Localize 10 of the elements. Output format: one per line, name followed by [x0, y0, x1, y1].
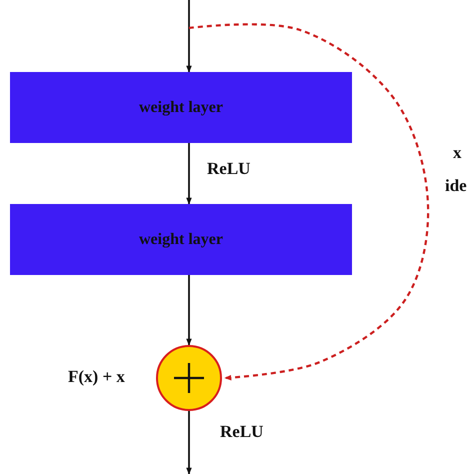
- node-caption: F(x) + x: [66, 367, 127, 387]
- skip-connection-arrow: [188, 23, 430, 380]
- layer-label: weight layer: [139, 230, 223, 248]
- arrow: [186, 411, 192, 474]
- layer-box: [10, 204, 352, 275]
- layer-label: weight layer: [139, 98, 223, 116]
- arrow: [186, 275, 192, 346]
- arrow: [186, 143, 192, 205]
- arrow: [186, 0, 192, 73]
- layer-box: [10, 72, 352, 143]
